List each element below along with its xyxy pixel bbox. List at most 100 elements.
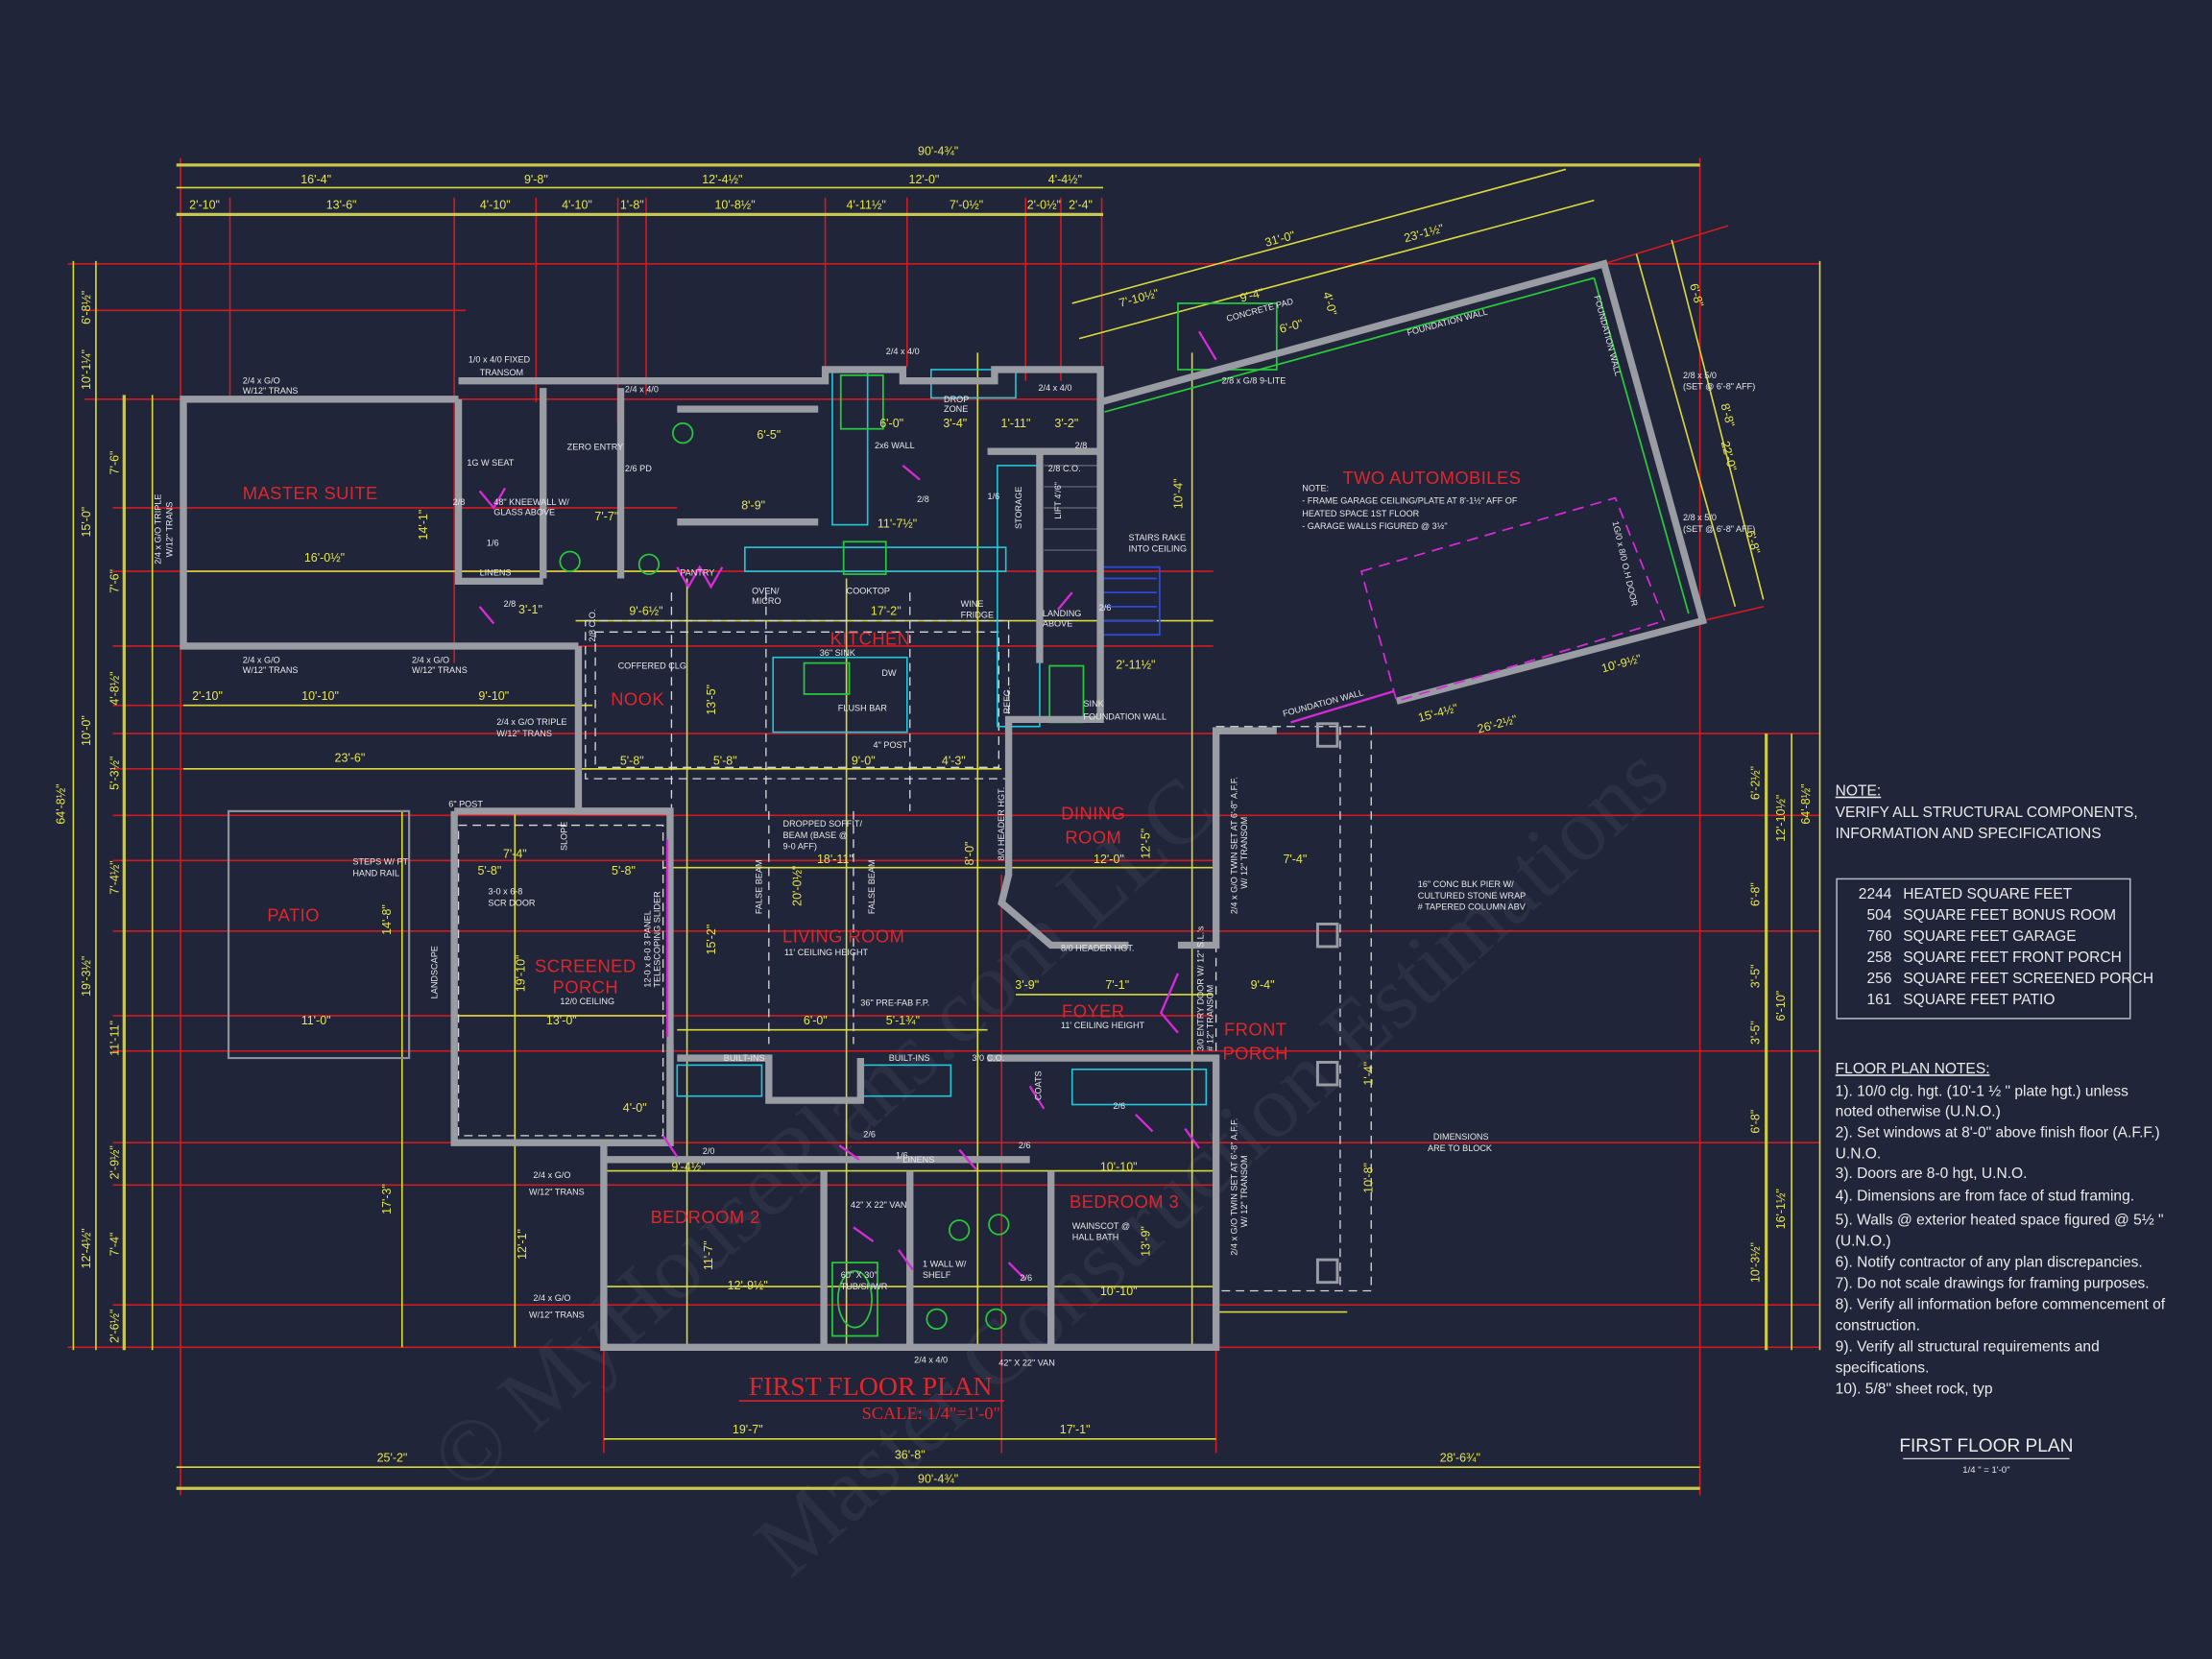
svg-text:STEPS W/ PT: STEPS W/ PT (352, 857, 408, 867)
svg-text:FRIDGE: FRIDGE (961, 611, 994, 620)
svg-text:7'-6": 7'-6" (108, 569, 121, 593)
svg-text:TUB/SHWR: TUB/SHWR (841, 1282, 888, 1291)
svg-text:4'-10": 4'-10" (480, 198, 511, 211)
svg-text:13'-6": 13'-6" (326, 198, 357, 211)
room-nook: NOOK (611, 689, 664, 709)
room-bedroom-2: BEDROOM 2 (651, 1207, 760, 1227)
svg-text:3/0 ENTRY DOOR W/ 12" S.L.'s: 3/0 ENTRY DOOR W/ 12" S.L.'s (1195, 926, 1205, 1051)
svg-text:7'-6": 7'-6" (108, 451, 121, 475)
svg-text:- GARAGE WALLS FIGURED @ 3½": - GARAGE WALLS FIGURED @ 3½" (1302, 521, 1447, 531)
svg-text:DROPPED SOFFIT/: DROPPED SOFFIT/ (783, 819, 863, 829)
svg-text:GLASS ABOVE: GLASS ABOVE (493, 507, 555, 517)
svg-text:8/0 HEADER HGT.: 8/0 HEADER HGT. (1061, 943, 1134, 952)
svg-text:SQUARE FEET GARAGE: SQUARE FEET GARAGE (1903, 928, 2076, 945)
svg-text:REFG.: REFG. (1002, 687, 1012, 714)
svg-text:2/4 x 4/0: 2/4 x 4/0 (625, 384, 659, 394)
svg-text:2'-10": 2'-10" (189, 198, 220, 211)
svg-text:7). Do not scale drawings for: 7). Do not scale drawings for framing pu… (1836, 1276, 2150, 1292)
svg-text:42" X 22" VAN: 42" X 22" VAN (998, 1358, 1054, 1367)
svg-text:90'-4¾": 90'-4¾" (918, 1472, 958, 1485)
svg-text:COATS: COATS (1033, 1070, 1043, 1100)
svg-text:2/4 x G/O: 2/4 x G/O (243, 656, 280, 665)
svg-text:2/8 x G/8 9-LITE: 2/8 x G/8 9-LITE (1221, 376, 1286, 386)
svg-text:TRANSOM: TRANSOM (480, 368, 524, 377)
svg-text:9'-4": 9'-4" (1238, 286, 1265, 305)
room-master-suite: MASTER SUITE (243, 483, 378, 503)
svg-text:258: 258 (1866, 950, 1891, 966)
svg-text:SQUARE FEET PATIO: SQUARE FEET PATIO (1903, 992, 2055, 1008)
svg-text:W/12" TRANS: W/12" TRANS (529, 1310, 585, 1319)
svg-text:2/4 x G/O: 2/4 x G/O (243, 376, 280, 386)
svg-text:2'-9½": 2'-9½" (108, 1145, 121, 1179)
svg-text:11'-7": 11'-7" (702, 1240, 715, 1270)
svg-text:BEAM (BASE @: BEAM (BASE @ (783, 830, 848, 840)
svg-text:10'-1¼": 10'-1¼" (80, 349, 93, 390)
svg-text:LANDSCAPE: LANDSCAPE (430, 946, 440, 998)
svg-text:12/0 CEILING: 12/0 CEILING (560, 997, 614, 1006)
svg-text:1/6: 1/6 (896, 1150, 908, 1160)
svg-text:SINK: SINK (1083, 699, 1103, 709)
svg-text:10'-10": 10'-10" (301, 689, 339, 703)
svg-text:6). Notify contractor of any p: 6). Notify contractor of any plan discre… (1836, 1255, 2143, 1271)
svg-text:5'-8": 5'-8" (620, 754, 644, 767)
svg-text:25'-2": 25'-2" (377, 1451, 408, 1464)
svg-text:ZERO ENTRY: ZERO ENTRY (567, 443, 624, 452)
svg-text:16" CONC BLK PIER W/: 16" CONC BLK PIER W/ (1418, 879, 1514, 889)
svg-text:12'-0": 12'-0" (909, 173, 940, 186)
svg-text:PANTRY: PANTRY (680, 568, 714, 578)
svg-text:15'-0": 15'-0" (80, 507, 93, 538)
svg-text:12'-0": 12'-0" (1094, 853, 1124, 866)
svg-text:# TAPERED COLUMN ABV: # TAPERED COLUMN ABV (1418, 902, 1527, 912)
svg-text:2x6 WALL: 2x6 WALL (875, 441, 915, 450)
svg-text:INFORMATION AND SPECIFICATIONS: INFORMATION AND SPECIFICATIONS (1836, 826, 2102, 842)
svg-text:2/4 x G/O: 2/4 x G/O (533, 1170, 570, 1180)
svg-text:8). Verify all information bef: 8). Verify all information before commen… (1836, 1297, 2166, 1313)
svg-text:SCR DOOR: SCR DOOR (488, 898, 536, 907)
svg-text:12'-5": 12'-5" (1140, 829, 1153, 859)
svg-text:HEATED SQUARE FEET: HEATED SQUARE FEET (1903, 886, 2073, 902)
room-kitchen: KITCHEN (830, 629, 911, 649)
svg-text:20'-0½": 20'-0½" (791, 866, 805, 906)
svg-text:64'-8½": 64'-8½" (55, 783, 68, 824)
svg-text:W/12" TRANS: W/12" TRANS (164, 502, 174, 558)
svg-text:4'-8½": 4'-8½" (108, 671, 121, 705)
svg-text:6'-0": 6'-0" (1278, 317, 1305, 336)
svg-text:2/8: 2/8 (504, 599, 517, 609)
svg-text:1/4 " = 1'-0": 1/4 " = 1'-0" (1962, 1465, 2009, 1476)
svg-text:3/0 C.O.: 3/0 C.O. (972, 1053, 1004, 1063)
svg-text:3'-9": 3'-9" (1015, 978, 1039, 992)
svg-text:LIFT 4'/6": LIFT 4'/6" (1053, 482, 1063, 519)
svg-text:760: 760 (1866, 928, 1891, 945)
svg-text:10'-0": 10'-0" (80, 715, 93, 746)
svg-text:5'-8": 5'-8" (713, 754, 737, 767)
svg-text:17'-3": 17'-3" (380, 1184, 394, 1214)
svg-text:11'-7½": 11'-7½" (878, 517, 917, 531)
svg-text:TELESCOPING SLIDER: TELESCOPING SLIDER (653, 891, 662, 988)
walls (180, 259, 1708, 1351)
drawing-title-text: FIRST FLOOR PLAN (749, 1372, 993, 1402)
svg-text:6'-8": 6'-8" (1748, 1110, 1762, 1134)
svg-text:17'-1": 17'-1" (1060, 1423, 1091, 1436)
svg-text:W/12" TRANS: W/12" TRANS (243, 386, 299, 396)
svg-text:1'-8": 1'-8" (620, 198, 644, 211)
svg-text:7'-1": 7'-1" (1105, 978, 1129, 992)
svg-text:11' CEILING HEIGHT: 11' CEILING HEIGHT (784, 948, 869, 957)
svg-text:504: 504 (1866, 907, 1891, 924)
svg-text:1 WALL W/: 1 WALL W/ (923, 1260, 967, 1269)
svg-text:NOTE:: NOTE: (1836, 783, 1882, 800)
room-bedroom-3: BEDROOM 3 (1070, 1191, 1179, 1212)
svg-text:10'-4": 10'-4" (1171, 478, 1185, 509)
svg-text:13'-9": 13'-9" (1140, 1226, 1153, 1257)
svg-text:11' CEILING HEIGHT: 11' CEILING HEIGHT (1061, 1021, 1145, 1030)
svg-text:SHELF: SHELF (923, 1270, 951, 1280)
room-foyer: FOYER (1062, 1000, 1124, 1021)
dimension-lines (72, 163, 1821, 1490)
svg-text:6'-2½": 6'-2½" (1748, 766, 1762, 800)
svg-text:9'-6½": 9'-6½" (629, 605, 662, 618)
svg-text:4'-10": 4'-10" (562, 198, 592, 211)
svg-text:LINENS: LINENS (480, 568, 512, 578)
svg-text:(SET @ 6'-8" AFF): (SET @ 6'-8" AFF) (1683, 382, 1755, 392)
svg-text:2/4 x G/O: 2/4 x G/O (412, 656, 449, 665)
